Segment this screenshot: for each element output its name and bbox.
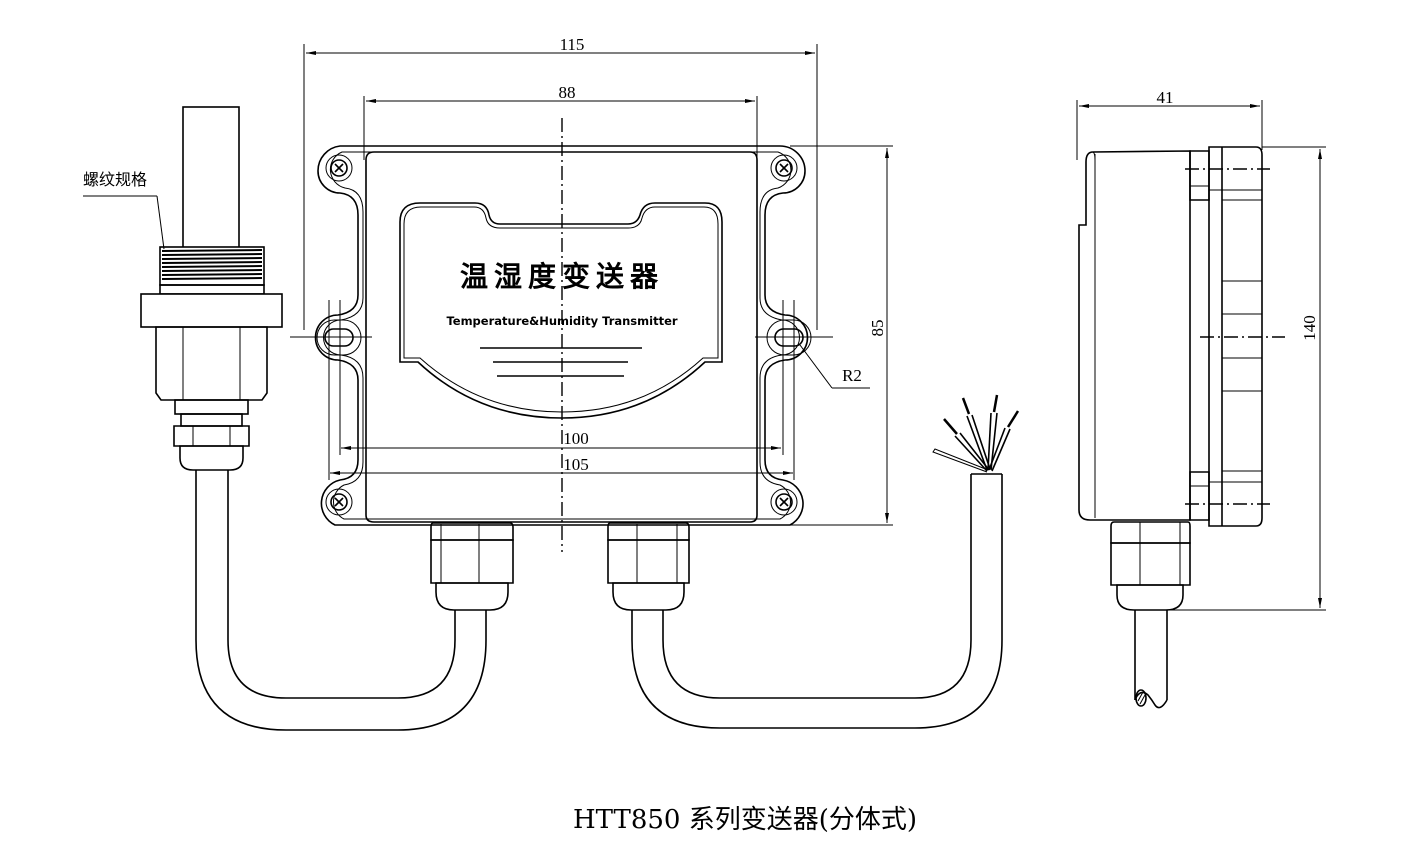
dimension-hole-spacing: 100 105 — [330, 429, 793, 475]
cable-wires — [932, 394, 1020, 473]
dimension-height: 85 — [757, 145, 893, 526]
screw-bottom-right — [770, 488, 798, 516]
mounting-slot-right — [755, 300, 833, 480]
cable-gland-right — [607, 522, 690, 611]
screw-bottom-left — [325, 488, 353, 516]
cable-section-hatch — [1135, 689, 1147, 707]
thread-spec-callout: 螺纹规格 — [83, 170, 165, 250]
drawing-caption: HTT850 系列变送器(分体式) — [573, 805, 917, 835]
screw-top-right — [770, 154, 798, 182]
dim-label-100: 100 — [563, 429, 589, 448]
dim-label-105: 105 — [563, 455, 589, 474]
panel-title-text: 温湿度变送器 — [460, 260, 664, 293]
dimension-panel-width: 88 — [363, 83, 758, 160]
dimension-overall-width: 115 — [303, 35, 818, 330]
label-panel: 温湿度变送器 Temperature&Humidity Transmitter — [399, 202, 723, 419]
dim-label-115: 115 — [560, 35, 585, 54]
dimension-slot-radius: R2 — [799, 344, 870, 389]
mounting-slot-left — [290, 300, 372, 480]
probe-thread — [161, 249, 263, 280]
thread-spec-label: 螺纹规格 — [83, 170, 147, 189]
cable-gland-left — [430, 522, 514, 611]
dim-label-140: 140 — [1300, 315, 1319, 341]
dim-label-r2: R2 — [842, 366, 862, 385]
dim-label-88: 88 — [559, 83, 576, 102]
probe-cable — [195, 470, 487, 731]
probe-assembly — [140, 106, 283, 471]
output-cable — [631, 473, 1003, 729]
dim-label-85: 85 — [868, 320, 887, 337]
dim-label-41: 41 — [1157, 88, 1174, 107]
screw-top-left — [325, 154, 353, 182]
side-view: 41 — [1076, 88, 1326, 709]
